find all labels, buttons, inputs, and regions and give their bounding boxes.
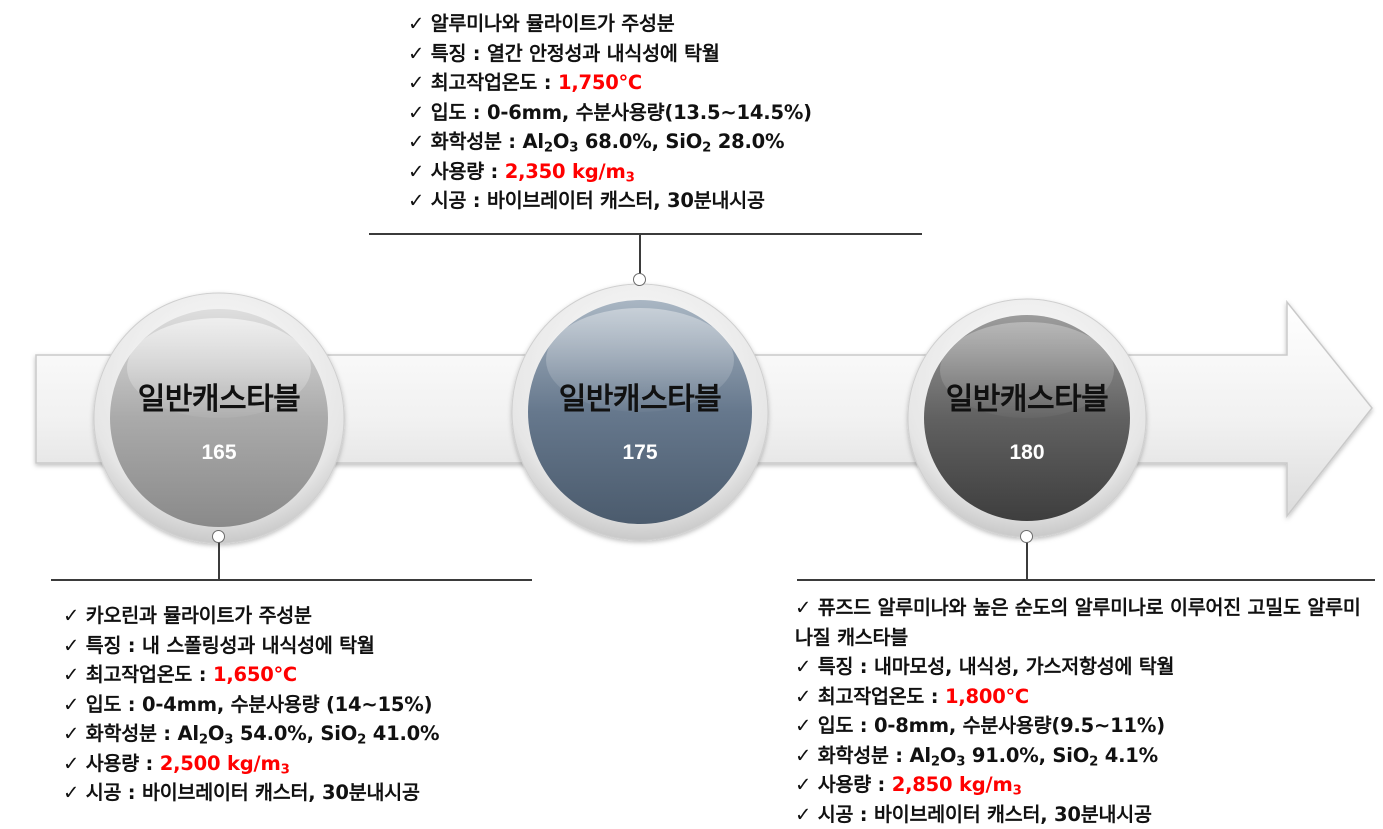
connector-1-stem <box>218 538 220 579</box>
list-item: ✓ 알루미나와 뮬라이트가 주성분 <box>408 12 675 35</box>
list-item: ✓ 사용량 : 2,350 kg/m3 <box>408 159 635 186</box>
list-item: ✓ 특징 : 열간 안정성과 내식성에 탁월 <box>408 41 720 65</box>
connector-3-line <box>797 579 1375 581</box>
connector-3-stem <box>1026 538 1028 579</box>
usage-value: 2,350 kg/m3 <box>504 159 635 186</box>
list-item: ✓ 사용량 : 2,850 kg/m3 <box>795 773 1022 799</box>
list-item: ✓ 시공 : 바이브레이터 캐스터, 30분내시공 <box>408 189 765 212</box>
list-item: ✓ 최고작업온도 : 1,750℃ <box>408 71 643 94</box>
list-item: ✓ 입도 : 0-4mm, 수분사용량 (14~15%) <box>63 692 433 716</box>
circle-1-title: 일반캐스타블 <box>137 382 301 417</box>
list-item: ✓ 시공 : 바이브레이터 캐스터, 30분내시공 <box>795 802 1152 826</box>
list-item: ✓ 퓨즈드 알루미나와 높은 순도의 알루미나로 이루어진 고밀도 알루미나질 … <box>795 596 1361 649</box>
list-item: ✓ 화학성분 : Al2O3 54.0%, SiO2 41.0% <box>63 722 440 748</box>
usage-value: 2,500 kg/m3 <box>159 751 290 778</box>
circle-2-number: 175 <box>622 441 658 464</box>
list-item: ✓ 시공 : 바이브레이터 캐스터, 30분내시공 <box>63 781 420 804</box>
circle-1 <box>93 292 345 544</box>
list-item: ✓ 카오린과 뮬라이트가 주성분 <box>63 604 312 627</box>
connector-2-dot <box>633 273 646 286</box>
max-temp-value: 1,650℃ <box>212 663 298 686</box>
info-box-180: ✓ 퓨즈드 알루미나와 높은 순도의 알루미나로 이루어진 고밀도 알루미나질 … <box>795 593 1375 829</box>
info-box-175: ✓ 알루미나와 뮬라이트가 주성분 ✓ 특징 : 열간 안정성과 내식성에 탁월… <box>408 9 812 216</box>
connector-3-dot <box>1020 530 1033 543</box>
list-item: ✓ 화학성분 : Al2O3 91.0%, SiO2 4.1% <box>795 743 1158 770</box>
usage-value: 2,850 kg/m3 <box>891 773 1022 799</box>
circle-3-label: 일반캐스타블 180 <box>918 309 1136 527</box>
circle-1-label: 일반캐스타블 165 <box>110 309 328 527</box>
list-item: ✓ 사용량 : 2,500 kg/m3 <box>63 751 290 778</box>
circle-1-number: 165 <box>201 441 237 464</box>
list-item: ✓ 최고작업온도 : 1,650℃ <box>63 663 298 686</box>
connector-2-line <box>369 233 922 235</box>
circle-2-label: 일반캐스타블 175 <box>531 309 749 527</box>
circle-3-number: 180 <box>1009 441 1045 464</box>
connector-1-line <box>51 579 532 581</box>
list-item: ✓ 특징 : 내 스폴링성과 내식성에 탁월 <box>63 633 375 657</box>
info-box-165: ✓ 카오린과 뮬라이트가 주성분 ✓ 특징 : 내 스폴링성과 내식성에 탁월 … <box>63 601 440 808</box>
connector-1-dot <box>212 530 225 543</box>
max-temp-value: 1,800℃ <box>944 684 1030 708</box>
list-item: ✓ 화학성분 : Al2O3 68.0%, SiO2 28.0% <box>408 130 785 156</box>
circle-3 <box>907 298 1147 538</box>
list-item: ✓ 입도 : 0-8mm, 수분사용량(9.5~11%) <box>795 714 1165 737</box>
circle-2 <box>511 283 769 541</box>
max-temp-value: 1,750℃ <box>557 71 643 94</box>
circle-3-title: 일반캐스타블 <box>945 382 1109 417</box>
connector-2-stem <box>639 233 641 276</box>
list-item: ✓ 입도 : 0-6mm, 수분사용량(13.5~14.5%) <box>408 100 812 124</box>
circle-2-title: 일반캐스타블 <box>558 382 722 417</box>
list-item: ✓ 특징 : 내마모성, 내식성, 가스저항성에 탁월 <box>795 655 1175 678</box>
list-item: ✓ 최고작업온도 : 1,800℃ <box>795 684 1030 708</box>
